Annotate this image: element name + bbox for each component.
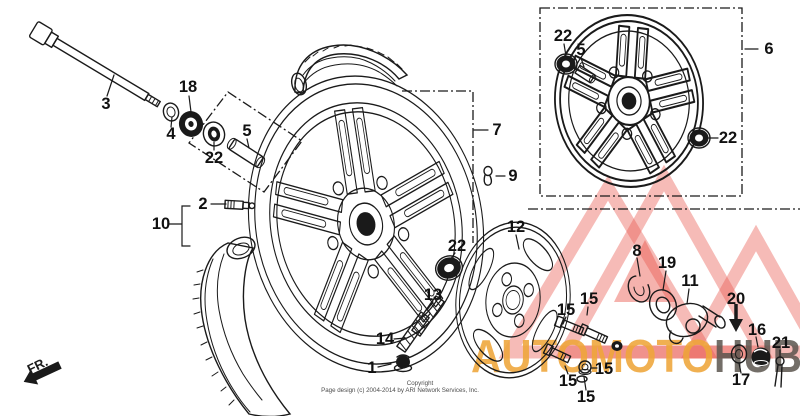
callout-label-22: 22 — [204, 148, 224, 167]
callout-label-17: 17 — [731, 370, 751, 389]
brake-disc — [455, 221, 571, 379]
part-weights-13-14 — [396, 295, 445, 353]
flanged-nut-15 — [578, 360, 592, 375]
inset-wheel-drawing — [554, 14, 704, 188]
callout-label-9: 9 — [508, 166, 518, 185]
wheel-hub — [327, 175, 410, 279]
callout-label-3: 3 — [101, 94, 111, 113]
part-seal-19 — [648, 289, 678, 321]
part-cap-1 — [393, 354, 413, 373]
part-collar-4 — [162, 102, 180, 122]
callout-label-18: 18 — [178, 77, 198, 96]
axle-small-parts — [162, 91, 303, 193]
part-bearing-22 — [434, 255, 464, 281]
axle-shaft — [28, 21, 161, 108]
callout-label-4: 4 — [166, 124, 176, 143]
callout-label-21: 21 — [771, 333, 791, 352]
callout-label-1: 1 — [367, 358, 377, 377]
arrow-20 — [729, 304, 743, 332]
inset-part-nut-22b — [687, 127, 711, 149]
disc-bolts-15 — [542, 315, 623, 383]
callout-label-22: 22 — [447, 236, 467, 255]
callout-label-19: 19 — [657, 253, 677, 272]
tire-lower-section — [192, 236, 292, 416]
part-retainer-8 — [627, 275, 651, 303]
inset-part-spacer-5 — [574, 64, 597, 84]
part-spacer-5 — [226, 137, 266, 169]
callout-label-20: 20 — [726, 289, 746, 308]
callout-label-15: 15 — [556, 300, 576, 319]
wheel-spokes — [272, 106, 454, 334]
callout-label-16: 16 — [747, 320, 767, 339]
inset-wheel-box — [528, 7, 800, 210]
callout-label-13: 13 — [423, 285, 443, 304]
callout-label-14: 14 — [375, 329, 395, 348]
fr-direction-arrow: FR. — [23, 354, 62, 385]
callout-label-6: 6 — [764, 39, 774, 58]
callout-label-12: 12 — [506, 217, 526, 236]
copyright-line-2: Page design (c) 2004-2014 by ARI Network… — [321, 387, 479, 394]
callout-label-15: 15 — [579, 289, 599, 308]
part-seal-22 — [202, 121, 226, 147]
callout-label-15: 15 — [558, 371, 578, 390]
callout-label-7: 7 — [492, 120, 502, 139]
axle-parts-group-box — [188, 91, 303, 193]
callout-label-10: 10 — [151, 214, 171, 233]
tire-upper-section — [290, 44, 409, 96]
callout-label-15: 15 — [576, 387, 596, 406]
leader-lines — [106, 43, 781, 391]
callout-label-5: 5 — [576, 40, 586, 59]
part-nut-16 — [751, 347, 771, 367]
copyright-line-1: Copyright — [407, 380, 434, 387]
callout-label-15: 15 — [594, 359, 614, 378]
callout-label-2: 2 — [198, 194, 208, 213]
front-wheel-drawing — [247, 75, 485, 373]
inset-part-nut-22 — [554, 53, 578, 75]
callout-label-8: 8 — [632, 241, 642, 260]
part-bearing-18 — [178, 111, 204, 137]
copyright-text: Copyright Page design (c) 2004-2014 by A… — [321, 380, 479, 394]
part-valve-2 — [224, 199, 256, 210]
callout-label-22: 22 — [718, 128, 738, 147]
callout-label-11: 11 — [681, 271, 699, 290]
callout-label-5: 5 — [242, 121, 252, 140]
part-speedo-gearbox-11 — [665, 302, 726, 345]
callout-label-22: 22 — [553, 26, 573, 45]
part-clip-9 — [483, 165, 493, 186]
